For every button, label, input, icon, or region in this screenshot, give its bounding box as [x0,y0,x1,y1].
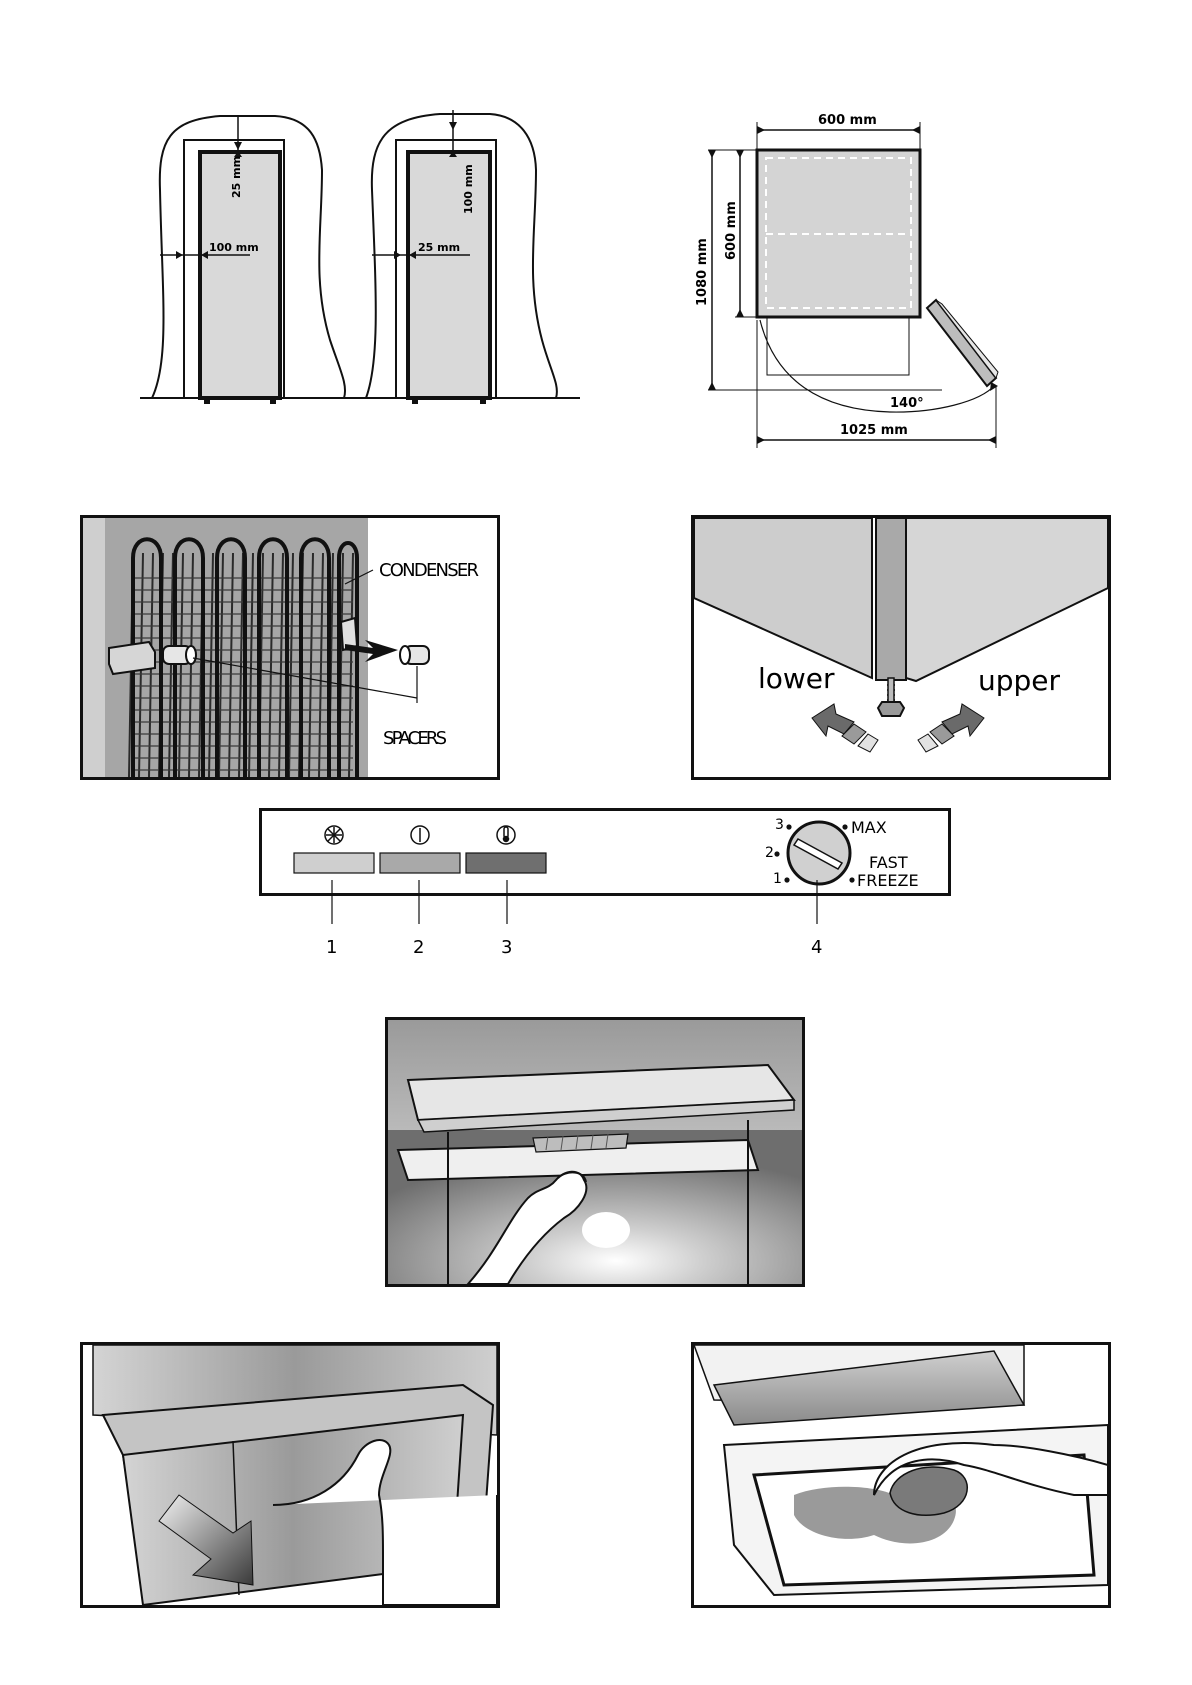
total-width-label: 1025 mm [840,423,908,438]
callout-2: 2 [413,937,424,958]
condenser-illustration: CONDENSER SPACERS [83,518,497,777]
left-top-gap-label: 25 mm [230,156,243,198]
dial-position-2: 2 [765,845,774,861]
condenser-panel: CONDENSER SPACERS [80,515,500,780]
leveling-illustration: lower upper [694,518,1108,777]
drawer-panel [80,1342,500,1608]
callout-1: 1 [326,937,337,958]
niche-right [355,110,580,404]
left-side-gap-label: 100 mm [209,241,259,254]
callout-3: 3 [501,937,512,958]
ice-tray-illustration [388,1020,802,1284]
spacers-label: SPACERS [383,728,447,749]
dial-position-3: 3 [775,817,784,833]
width-label: 600 mm [818,113,877,128]
temperature-dial[interactable] [788,822,850,884]
angle-label: 140° [890,396,924,411]
indicator-light-1 [294,853,374,873]
thermometer-icon [497,826,515,844]
cleaning-panel [691,1342,1111,1608]
total-depth-label: 1080 mm [695,238,710,306]
cleaning-illustration [694,1345,1108,1605]
condenser-label: CONDENSER [379,560,479,581]
drawer-illustration [83,1345,497,1605]
right-side-gap-label: 25 mm [418,241,460,254]
upper-label: upper [978,664,1061,697]
max-label: MAX [851,818,887,837]
leveling-panel: lower upper [691,515,1111,780]
ice-tray-panel [385,1017,805,1287]
power-icon [411,826,429,844]
indicator-light-3 [466,853,546,873]
control-panel-callouts: 1 2 3 4 [259,880,951,960]
fast-label: FAST [869,853,908,872]
niche-left [140,115,355,404]
lower-label: lower [758,662,835,695]
dimensions-diagram: 600 mm 600 mm 1080 mm 140° 1025 mm [680,110,1020,480]
right-top-gap-label: 100 mm [462,164,475,214]
indicator-light-2 [380,853,460,873]
clearance-diagram: 25 mm 100 mm 100 mm 25 mm [140,110,600,405]
snowflake-icon [325,826,343,844]
depth-label: 600 mm [724,201,739,260]
callout-4: 4 [811,937,822,958]
